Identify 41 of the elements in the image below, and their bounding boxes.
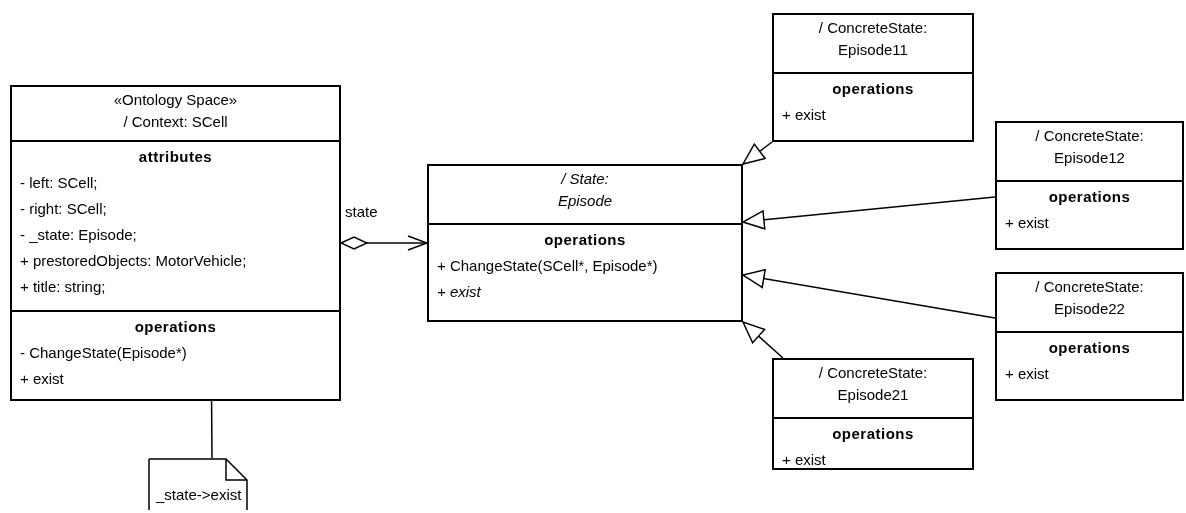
compartment-heading: operations: [831, 424, 915, 444]
generalization-arrow: [742, 269, 996, 319]
class-box: [995, 121, 1184, 250]
class-name: / ConcreteState: Episode22: [1034, 277, 1145, 319]
class-box: [995, 272, 1184, 401]
member-text: + exist: [782, 105, 827, 125]
member-text: + title: string;: [20, 277, 107, 297]
class-box: [772, 358, 974, 470]
member-text: + exist: [437, 282, 482, 302]
note-link: [210, 400, 213, 459]
member-text: + exist: [782, 450, 827, 470]
member-text: - left: SCell;: [20, 173, 99, 193]
class-box: [772, 13, 974, 142]
member-text: + ChangeState(SCell*, Episode*): [437, 256, 659, 276]
class-name: / ConcreteState: Episode11: [817, 18, 929, 60]
member-text: + exist: [1005, 213, 1050, 233]
generalization-arrow: [742, 321, 784, 359]
member-text: - _state: Episode;: [20, 225, 138, 245]
member-text: + exist: [1005, 364, 1050, 384]
member-text: + exist: [20, 369, 65, 389]
member-text: - right: SCell;: [20, 199, 108, 219]
note: [148, 458, 248, 510]
member-text: - ChangeState(Episode*): [20, 343, 188, 363]
member-text: + prestoredObjects: MotorVehicle;: [20, 251, 248, 271]
class-name: / ConcreteState: Episode21: [817, 363, 929, 405]
compartment-heading: attributes: [137, 147, 214, 167]
class-box: [10, 85, 341, 401]
compartment-heading: operations: [831, 79, 915, 99]
compartment-heading: operations: [133, 317, 218, 337]
compartment-heading: operations: [1047, 338, 1132, 358]
note-text: _state->exist: [156, 485, 242, 505]
class-name: / ConcreteState: Episode12: [1034, 126, 1145, 168]
aggregation-arrow: [340, 235, 428, 251]
compartment-heading: operations: [543, 230, 627, 250]
compartment-heading: operations: [1047, 187, 1132, 207]
stereotype-label: «Ontology Space»: [112, 90, 239, 110]
generalization-arrow: [742, 196, 996, 230]
class-name: / State: Episode: [556, 169, 614, 211]
class-name: / Context: SCell: [122, 112, 229, 132]
abstract-class-box: [427, 164, 743, 322]
generalization-arrow: [742, 141, 773, 165]
